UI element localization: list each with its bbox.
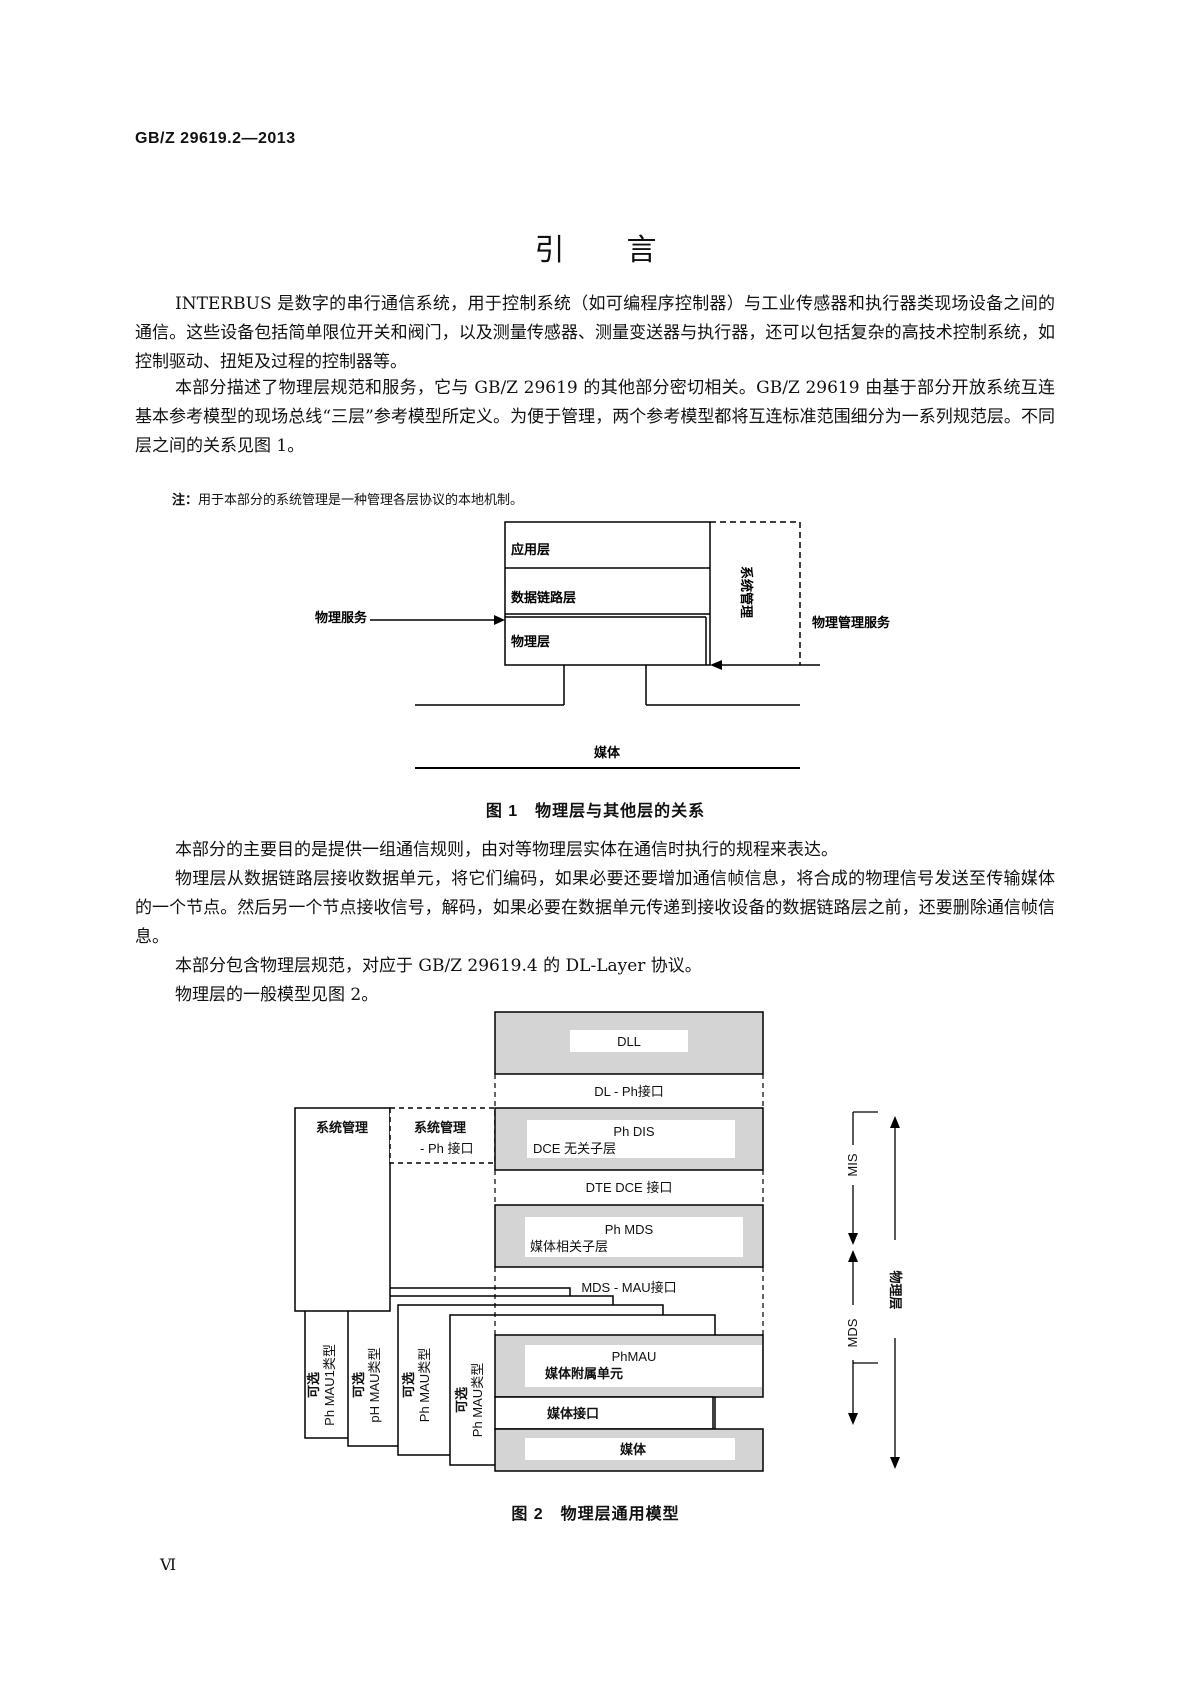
- label-ph-dis: Ph DIS: [613, 1124, 655, 1139]
- label-ph-mds: Ph MDS: [605, 1222, 654, 1237]
- label-system-management: 系统管理: [316, 1120, 368, 1135]
- label-medium-dependent-sublayer: 媒体相关子层: [530, 1239, 608, 1254]
- label-mds-mau-interface: MDS - MAU接口: [581, 1280, 676, 1295]
- layer-stack-box: [504, 521, 711, 666]
- label-dll: DLL: [617, 1034, 641, 1049]
- note-text: 用于本部分的系统管理是一种管理各层协议的本地机制。: [198, 493, 524, 508]
- paragraph-intro: INTERBUS 是数字的串行通信系统，用于控制系统（如可编程序控制器）与工业传…: [135, 294, 1055, 372]
- paragraph-model: 物理层的一般模型见图 2。: [175, 985, 379, 1005]
- standard-number: GB/Z 29619.2—2013: [135, 130, 296, 147]
- label-data-link-layer: 数据链路层: [511, 590, 576, 605]
- system-management-box: [294, 1107, 391, 1312]
- label-sys-mgmt-ph-if-1: 系统管理: [414, 1120, 466, 1135]
- label-dl-ph-interface: DL - Ph接口: [594, 1084, 664, 1099]
- page-number: Ⅵ: [160, 1555, 177, 1574]
- label-optional-3: 可选: [401, 1372, 416, 1398]
- label-dte-dce-interface: DTE DCE 接口: [586, 1180, 673, 1195]
- label-mis: MIS: [845, 1153, 860, 1176]
- label-medium-attachment-unit: 媒体附属单元: [545, 1366, 623, 1381]
- label-mau-type-3: Ph MAU类型: [417, 1348, 432, 1422]
- label-dce-sublayer: DCE 无关子层: [533, 1141, 616, 1156]
- label-physical-layer: 物理层: [511, 634, 550, 649]
- label-mds: MDS: [845, 1318, 860, 1347]
- figure-2-caption: 图 2 物理层通用模型: [511, 1506, 680, 1523]
- figure-1-caption: 图 1 物理层与其他层的关系: [485, 803, 706, 820]
- section-title: 引言: [534, 233, 719, 268]
- note-label: 注：: [172, 492, 199, 507]
- label-medium: 媒体: [594, 745, 621, 760]
- label-sys-mgmt-ph-if-2: - Ph 接口: [420, 1141, 473, 1156]
- label-mau-type-2: pH MAU类型: [367, 1347, 382, 1422]
- label-mau-type-1: Ph MAU1类型: [322, 1344, 337, 1426]
- label-system-management: 系统管理: [739, 566, 754, 618]
- medium-interface-box: [494, 1396, 714, 1430]
- label-ph-mau: PhMAU: [612, 1349, 657, 1364]
- note: 注：用于本部分的系统管理是一种管理各层协议的本地机制。: [172, 489, 523, 508]
- label-physical-management-service: 物理管理服务: [812, 615, 891, 630]
- label-application-layer: 应用层: [511, 542, 550, 557]
- paragraph-process: 物理层从数据链路层接收数据单元，将它们编码，如果必要还要增加通信帧信息，将合成的…: [135, 869, 1055, 947]
- label-medium: 媒体: [620, 1442, 647, 1457]
- system-management-ph-interface: [389, 1107, 496, 1164]
- label-optional-4: 可选: [454, 1387, 469, 1413]
- paragraph-content: 本部分包含物理层规范，对应于 GB/Z 29619.4 的 DL-Layer 协…: [175, 956, 702, 976]
- label-physical-service: 物理服务: [315, 610, 368, 625]
- label-optional-2: 可选: [351, 1372, 366, 1398]
- label-medium-interface: 媒体接口: [547, 1406, 599, 1421]
- label-mau-type-4: Ph MAU类型: [470, 1363, 485, 1437]
- paragraph-scope: 本部分描述了物理层规范和服务，它与 GB/Z 29619 的其他部分密切相关。G…: [135, 378, 1055, 456]
- paragraph-purpose: 本部分的主要目的是提供一组通信规则，由对等物理层实体在通信时执行的规程来表达。: [175, 840, 838, 860]
- label-optional-1: 可选: [306, 1372, 321, 1398]
- label-physical-layer: 物理层: [888, 1270, 903, 1309]
